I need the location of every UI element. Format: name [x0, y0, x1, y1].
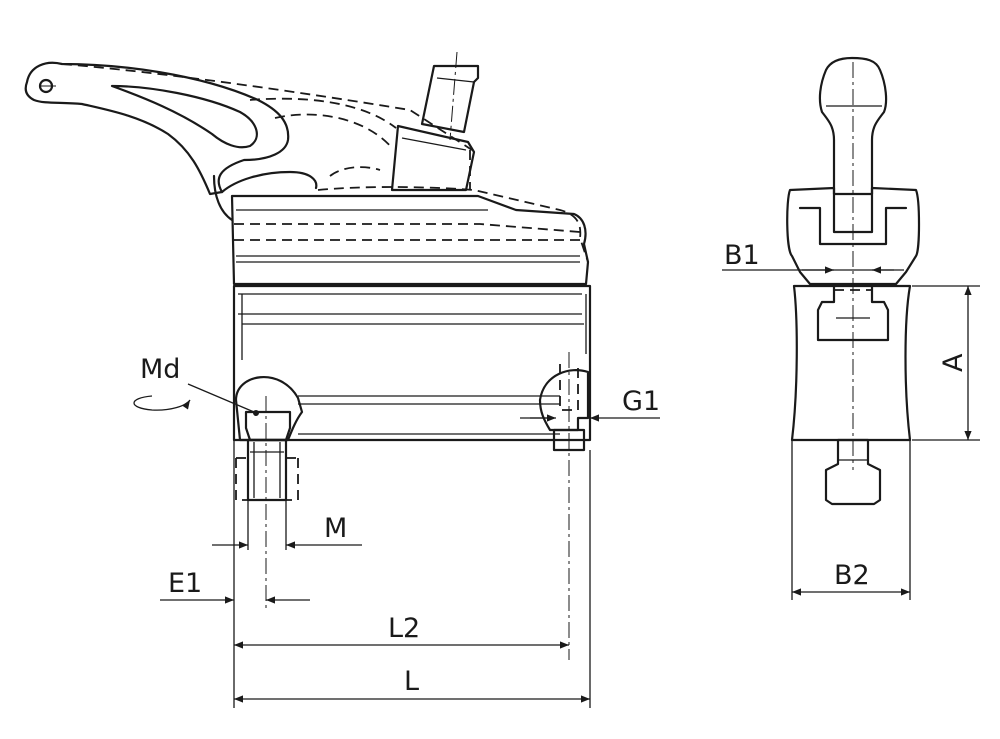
label-m: M: [324, 513, 347, 544]
label-md: Md: [140, 354, 180, 385]
label-e1: E1: [168, 568, 202, 599]
label-a: A: [938, 353, 969, 372]
label-b1: B1: [724, 240, 760, 271]
label-g1: G1: [622, 386, 660, 417]
pin: [390, 51, 480, 192]
left-screw: [234, 375, 304, 610]
side-view: [24, 51, 660, 708]
front-view: [722, 56, 980, 600]
torque-symbol: [133, 383, 259, 416]
label-l2: L2: [388, 613, 420, 644]
right-screw: [538, 352, 590, 660]
label-l: L: [404, 666, 419, 697]
upper-body: [230, 194, 590, 286]
lever-handle: [24, 61, 318, 222]
side-dimensions: [160, 414, 660, 708]
lower-body: [232, 284, 592, 442]
label-b2: B2: [834, 560, 870, 591]
lever-open-outline: [61, 63, 589, 263]
